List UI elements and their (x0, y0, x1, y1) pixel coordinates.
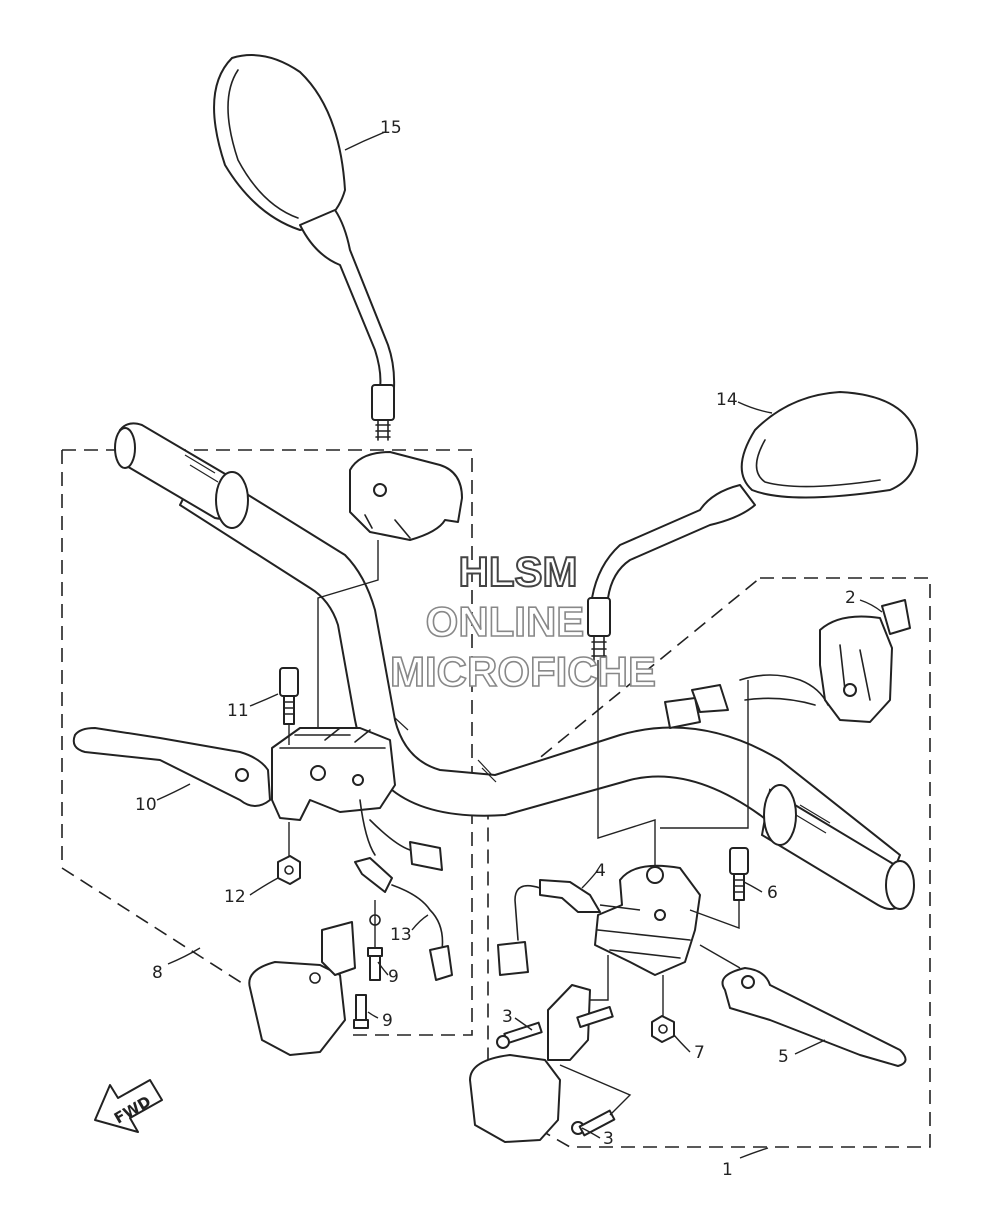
screw-9-lower (353, 994, 369, 1029)
callout-15: 15 (380, 118, 402, 138)
assembly-line-left (317, 540, 379, 745)
callout-3-lower: 3 (603, 1129, 614, 1149)
left-switch-housing-upper (349, 451, 463, 541)
callout-3-upper: 3 (502, 1007, 513, 1027)
fwd-direction-badge: FWD (94, 1079, 163, 1133)
nut-7 (651, 1015, 675, 1043)
callout-8: 8 (152, 963, 163, 983)
bolt-6 (729, 847, 749, 901)
screw-3-upper (496, 1021, 543, 1049)
mirror-left-15 (213, 54, 396, 441)
callout-9-lower: 9 (382, 1011, 393, 1031)
callout-12: 12 (224, 887, 246, 907)
watermark: HLSM ONLINE MICROFICHE (389, 547, 657, 696)
mirror-right-14 (587, 391, 919, 661)
left-switch-housing-lower (248, 921, 356, 1056)
callout-13: 13 (390, 925, 412, 945)
right-grip (760, 784, 915, 910)
brake-switch-4 (497, 879, 601, 976)
clutch-switch-13 (354, 799, 453, 981)
watermark-line-1: HLSM (459, 548, 578, 595)
callout-11: 11 (227, 701, 249, 721)
callout-1: 1 (722, 1160, 733, 1180)
callout-5: 5 (778, 1047, 789, 1067)
right-switch-housing (664, 599, 911, 729)
left-grip (114, 422, 249, 529)
clutch-lever-10 (72, 727, 271, 807)
brake-lever-5 (721, 967, 907, 1067)
callout-6: 6 (767, 883, 778, 903)
screw-3-lower (571, 1005, 616, 1137)
right-master-cylinder (594, 864, 701, 976)
watermark-line-2: ONLINE (426, 598, 585, 645)
callout-10: 10 (135, 795, 157, 815)
callout-9-upper: 9 (388, 967, 399, 987)
callout-numbers: 15 14 2 11 10 12 13 9 9 8 4 6 7 5 3 3 1 (135, 118, 856, 1180)
left-master-cylinder (271, 727, 396, 821)
right-switch-housing-lower (469, 984, 591, 1143)
callout-7: 7 (694, 1043, 705, 1063)
nut-12 (277, 855, 301, 885)
watermark-line-3: MICROFICHE (390, 648, 656, 695)
callout-14: 14 (716, 390, 738, 410)
bolt-11 (279, 667, 299, 725)
callout-4: 4 (595, 861, 606, 881)
assembly-line-right (660, 680, 749, 829)
callout-2: 2 (845, 588, 856, 608)
callout-leaders (156, 131, 883, 1159)
mirror-14-mount-line (597, 660, 656, 870)
assembly-8-boundary (61, 449, 473, 1036)
